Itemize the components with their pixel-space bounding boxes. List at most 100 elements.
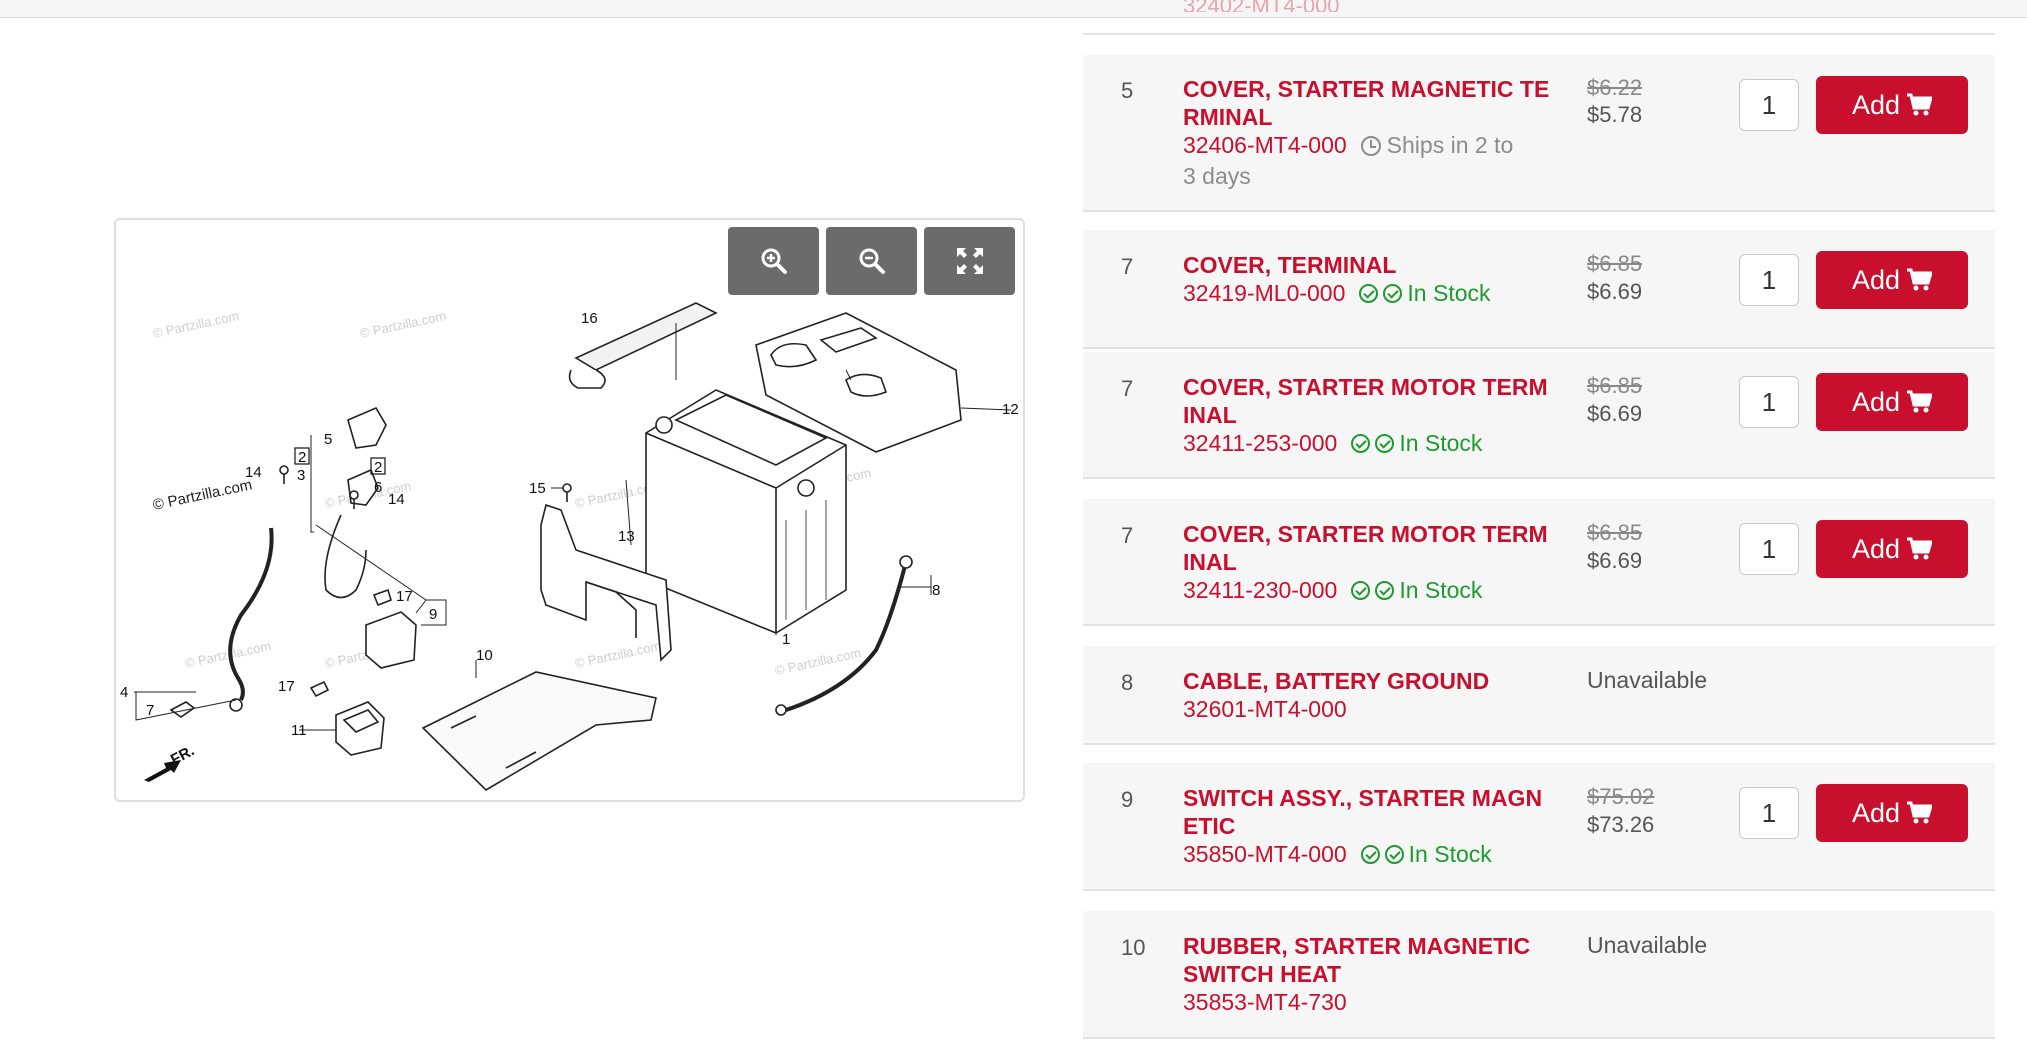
quantity-input[interactable] <box>1739 79 1799 131</box>
part-name-link[interactable]: COVER, STARTER MOTOR TERMINAL <box>1183 521 1548 575</box>
part-row: 7 COVER, STARTER MOTOR TERMINAL 32411-23… <box>1083 499 1995 626</box>
part-row: 7 COVER, STARTER MOTOR TERMINAL 32411-25… <box>1083 352 1995 479</box>
watermark: © Partzilla.com <box>184 638 273 671</box>
part-number-link[interactable]: 32411-253-000 <box>1183 430 1338 456</box>
check-circle-icon <box>1359 284 1379 303</box>
callout-label: 11 <box>291 722 307 739</box>
check-circle-icon <box>1351 581 1371 600</box>
ref-number: 10 <box>1121 935 1146 960</box>
add-to-cart-button[interactable]: Add <box>1816 76 1968 134</box>
part-name-link[interactable]: SWITCH ASSY., STARTER MAGNETIC <box>1183 785 1543 839</box>
callout-label: 12 <box>1002 401 1019 418</box>
row-divider <box>1083 33 1995 35</box>
part-row: 8 CABLE, BATTERY GROUND 32601-MT4-000 Un… <box>1083 646 1995 745</box>
part-number-link[interactable]: 32406-MT4-000 <box>1183 132 1347 158</box>
sale-price: $5.78 <box>1587 102 1643 127</box>
part-number-link[interactable]: 32419-ML0-000 <box>1183 280 1346 306</box>
part-info-line: 35853-MT4-730 <box>1183 988 1347 1016</box>
part-number-link[interactable]: 32601-MT4-000 <box>1183 696 1347 722</box>
callout-label: 3 <box>297 467 305 484</box>
callout-label: 5 <box>324 431 332 448</box>
ref-number: 9 <box>1121 787 1134 812</box>
part-info-line: 35850-MT4-000 In Stock <box>1183 840 1492 868</box>
check-circle-icon <box>1383 284 1403 303</box>
stock-text: In Stock <box>1407 280 1491 306</box>
zoom-out-button[interactable] <box>826 227 917 295</box>
sale-price: $6.69 <box>1587 548 1643 573</box>
availability-status: Unavailable <box>1587 667 1708 693</box>
add-label: Add <box>1851 533 1901 564</box>
callout-label: 14 <box>245 464 262 481</box>
zoom-in-icon <box>761 248 787 274</box>
part-number-link[interactable]: 32411-230-000 <box>1183 577 1338 603</box>
part-info-line: 32419-ML0-000 In Stock <box>1183 279 1491 307</box>
partial-part-number: 32402-MT4-000 <box>1183 0 1340 12</box>
part-row: 5 COVER, STARTER MAGNETIC TERMINAL 32406… <box>1083 55 1995 212</box>
add-to-cart-button[interactable]: Add <box>1816 251 1968 309</box>
parts-diagram-viewer[interactable]: © Partzilla.com © Partzilla.com © Partzi… <box>114 218 1025 802</box>
list-price: $6.22 <box>1587 75 1643 100</box>
watermark: © Partzilla.com <box>359 308 448 341</box>
check-circle-icon <box>1375 581 1395 600</box>
part-name-link[interactable]: RUBBER, STARTER MAGNETIC SWITCH HEAT <box>1183 933 1531 987</box>
part-name-link[interactable]: CABLE, BATTERY GROUND <box>1183 668 1490 694</box>
part-row: 9 SWITCH ASSY., STARTER MAGNETIC 35850-M… <box>1083 763 1995 891</box>
stock-text: In Stock <box>1399 430 1483 456</box>
top-header-bar <box>0 0 2027 18</box>
part-number-link[interactable]: 35850-MT4-000 <box>1183 841 1347 867</box>
add-to-cart-button[interactable]: Add <box>1816 784 1968 842</box>
cart-icon <box>1907 801 1933 824</box>
availability-status: Unavailable <box>1587 932 1708 958</box>
clock-icon <box>1360 136 1381 156</box>
add-to-cart-button[interactable]: Add <box>1816 373 1968 431</box>
quantity-input[interactable] <box>1739 254 1799 306</box>
watermark-main: © Partzilla.com <box>151 476 253 514</box>
stock-text: In Stock <box>1399 577 1483 603</box>
add-to-cart-button[interactable]: Add <box>1816 520 1968 578</box>
ref-number: 5 <box>1121 78 1134 103</box>
ref-number: 8 <box>1121 670 1134 695</box>
callout-label: 15 <box>529 480 546 497</box>
fullscreen-button[interactable] <box>924 227 1015 295</box>
callout-label: 17 <box>396 588 413 605</box>
list-price: $6.85 <box>1587 520 1643 545</box>
callout-label: 13 <box>618 528 635 545</box>
quantity-input[interactable] <box>1739 523 1799 575</box>
stock-text: In Stock <box>1408 841 1492 867</box>
callout-box <box>370 457 386 475</box>
cart-icon <box>1907 268 1933 291</box>
callout-label: 1 <box>782 631 790 648</box>
part-name-link[interactable]: COVER, STARTER MAGNETIC TERMINAL <box>1183 76 1550 130</box>
check-circle-icon <box>1351 434 1371 453</box>
part-name-link[interactable]: COVER, STARTER MOTOR TERMINAL <box>1183 374 1548 428</box>
watermark: © Partzilla.com <box>774 645 863 678</box>
check-circle-icon <box>1384 845 1404 864</box>
part-number-link[interactable]: 35853-MT4-730 <box>1183 989 1347 1015</box>
quantity-input[interactable] <box>1739 376 1799 428</box>
list-price: $6.85 <box>1587 373 1643 398</box>
part-name-link[interactable]: COVER, TERMINAL <box>1183 252 1397 278</box>
list-price: $75.02 <box>1587 784 1655 809</box>
cart-icon <box>1907 93 1933 116</box>
part-info-line: 32601-MT4-000 <box>1183 695 1347 723</box>
stock-status: In Stock <box>1351 577 1482 603</box>
callout-box <box>294 447 310 465</box>
watermark: © Partzilla.com <box>152 308 241 341</box>
callout-label: 16 <box>581 310 598 327</box>
zoom-out-icon <box>859 248 885 274</box>
stock-status: In Stock <box>1359 280 1491 306</box>
sale-price: $6.69 <box>1587 401 1643 426</box>
ships-status: Ships in 2 to <box>1360 132 1514 158</box>
callout-label: 17 <box>278 678 295 695</box>
expand-icon <box>956 248 983 274</box>
quantity-input[interactable] <box>1739 787 1799 839</box>
ships-text: Ships in 2 to <box>1386 132 1514 158</box>
ships-text-continued: 3 days <box>1183 163 1251 189</box>
zoom-in-button[interactable] <box>728 227 819 295</box>
callout-label: 2 <box>298 449 306 466</box>
cart-icon <box>1907 537 1933 560</box>
add-label: Add <box>1851 89 1901 120</box>
part-row: 10 RUBBER, STARTER MAGNETIC SWITCH HEAT … <box>1083 911 1995 1039</box>
add-label: Add <box>1851 797 1901 828</box>
